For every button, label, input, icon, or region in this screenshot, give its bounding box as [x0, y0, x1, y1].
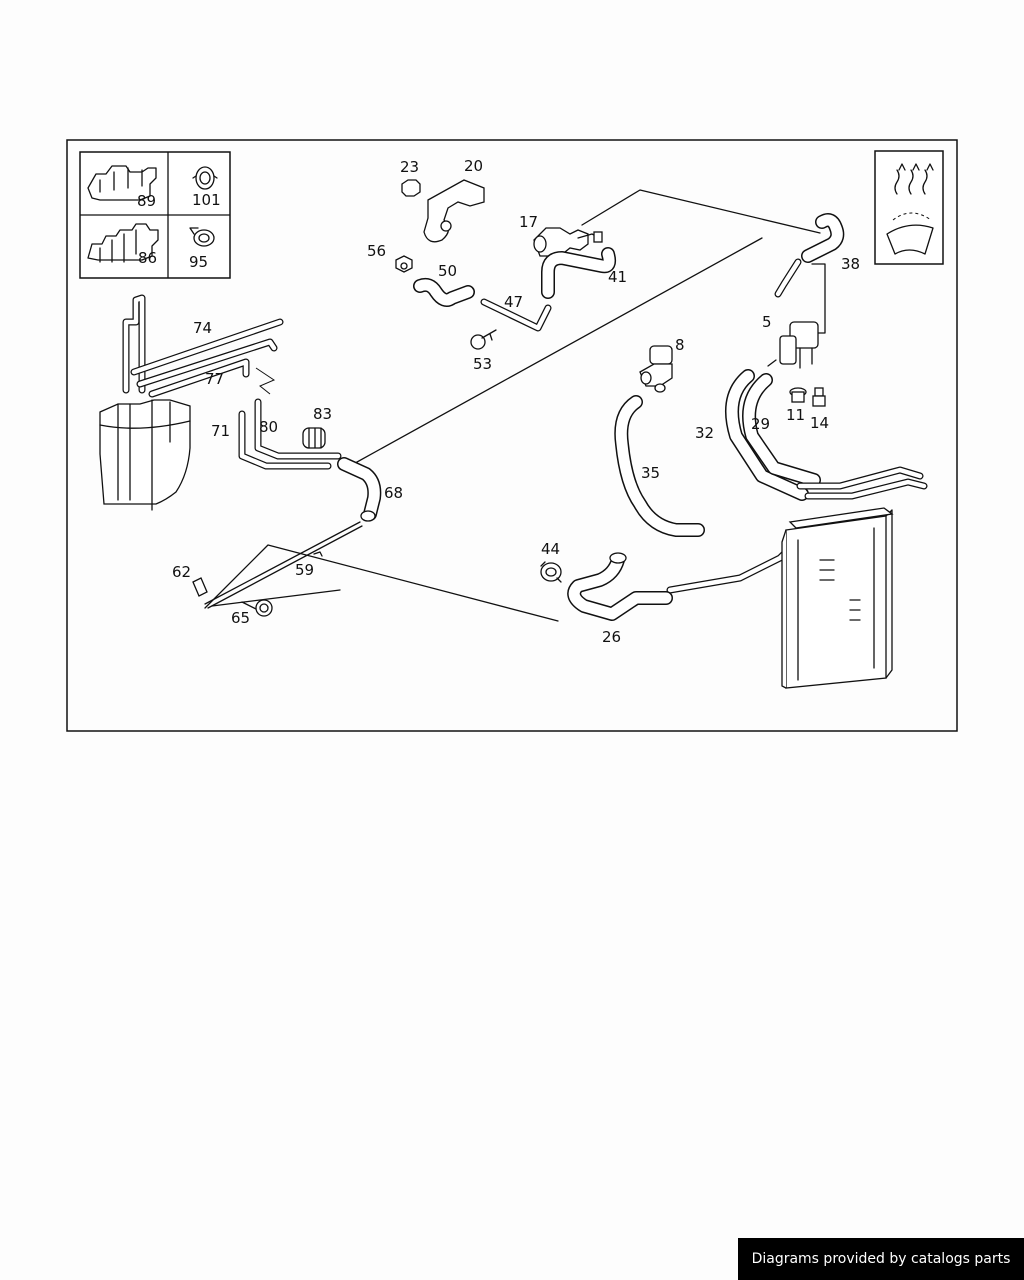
pump-17	[533, 227, 603, 257]
callout-86: 86	[138, 249, 157, 267]
callout-83: 83	[313, 405, 332, 423]
callout-80: 80	[259, 418, 278, 436]
hoses-32-29	[725, 369, 821, 501]
hose-41	[541, 247, 617, 299]
lines-71-80	[238, 398, 342, 470]
callout-32: 32	[695, 424, 714, 442]
callout-14: 14	[810, 414, 829, 432]
credit-banner: Diagrams provided by catalogs parts	[738, 1238, 1024, 1280]
rod-59	[192, 521, 363, 609]
valve-5	[767, 321, 819, 369]
plug-11	[789, 387, 807, 403]
callout-62: 62	[172, 563, 191, 581]
callout-65: 65	[231, 609, 250, 627]
callout-74: 74	[193, 319, 212, 337]
lines-74-77	[122, 294, 284, 398]
callout-53: 53	[473, 355, 492, 373]
screw-65	[241, 599, 273, 617]
callout-89: 89	[137, 192, 156, 210]
screw-53	[470, 329, 497, 350]
callout-77: 77	[205, 370, 224, 388]
hose-68	[337, 457, 382, 522]
hose-50	[413, 277, 475, 307]
callout-29: 29	[751, 415, 770, 433]
callout-38: 38	[841, 255, 860, 273]
heater-core	[781, 507, 894, 689]
credit-text: Diagrams provided by catalogs parts	[751, 1251, 1011, 1267]
coolant-reservoir	[99, 399, 191, 511]
callout-20: 20	[464, 157, 483, 175]
small-parts-inset	[79, 151, 231, 279]
sensor-14	[812, 387, 826, 407]
callout-71: 71	[211, 422, 230, 440]
callout-95: 95	[189, 253, 208, 271]
clip-89-icon	[87, 165, 157, 201]
callout-11: 11	[786, 406, 805, 424]
callout-68: 68	[384, 484, 403, 502]
callout-8: 8	[675, 336, 685, 354]
callout-35: 35	[641, 464, 660, 482]
line-47	[480, 298, 552, 332]
plug-56	[395, 255, 413, 273]
callout-101: 101	[192, 191, 221, 209]
clamp-95-icon	[189, 227, 215, 247]
callout-50: 50	[438, 262, 457, 280]
hose-38	[774, 213, 845, 298]
callout-17: 17	[519, 213, 538, 231]
leader-lines	[204, 189, 826, 622]
callout-59: 59	[295, 561, 314, 579]
callout-labels: 89 101 86 95 23 20 17 56 50 47 41 53 38 …	[137, 157, 860, 646]
clamp-44	[540, 561, 562, 583]
hose-26	[567, 552, 673, 621]
valve-8	[639, 345, 673, 393]
grommet-101-icon	[192, 166, 218, 190]
callout-44: 44	[541, 540, 560, 558]
callout-56: 56	[367, 242, 386, 260]
clip-86-icon	[87, 223, 159, 263]
callout-23: 23	[400, 158, 419, 176]
grommet-83	[302, 427, 326, 449]
hose-35	[614, 395, 705, 537]
heater-defroster-symbol-icon	[874, 150, 944, 265]
diagram-frame	[66, 139, 958, 732]
callout-41: 41	[608, 268, 627, 286]
bracket-20	[401, 179, 485, 243]
callout-5: 5	[762, 313, 772, 331]
callout-26: 26	[602, 628, 621, 646]
callout-47: 47	[504, 293, 523, 311]
